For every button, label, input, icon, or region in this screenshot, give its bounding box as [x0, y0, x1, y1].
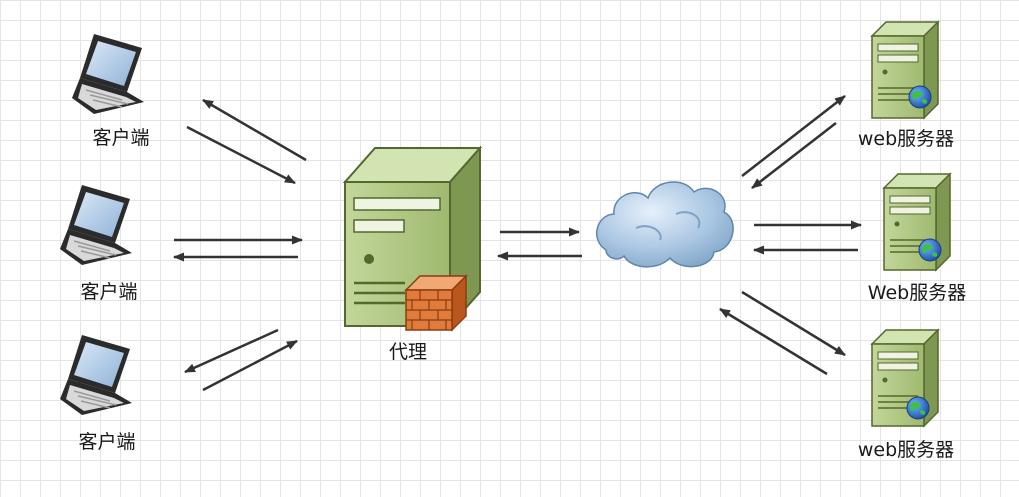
web-server-2-label: Web服务器: [867, 282, 967, 304]
arrow-client-1-to-proxy: [186, 125, 296, 185]
client-1-label: 客户端: [92, 127, 150, 149]
web-server-2-icon: [883, 173, 951, 271]
web-server-3-icon: [871, 329, 939, 427]
client-2-label: 客户端: [80, 281, 138, 303]
client-laptop-3-icon: [59, 334, 133, 416]
arrow-cloud-to-server-3: [741, 290, 846, 357]
arrow-client-3-to-proxy: [202, 339, 298, 392]
web-server-1-icon: [871, 21, 939, 119]
web-server-1-label: web服务器: [857, 128, 955, 150]
arrow-cloud-to-server-1: [741, 95, 846, 177]
arrow-server-3-to-cloud: [719, 307, 828, 376]
arrow-proxy-to-client-3: [184, 328, 279, 374]
web-server-3-label: web服务器: [857, 439, 955, 461]
arrow-proxy-to-client-1: [202, 98, 307, 162]
proxy-label: 代理: [388, 341, 428, 363]
arrow-server-1-to-cloud: [751, 122, 837, 189]
client-3-label: 客户端: [78, 431, 136, 453]
client-laptop-1-icon: [71, 33, 145, 115]
cloud-icon: [596, 181, 734, 268]
client-laptop-2-icon: [59, 184, 133, 266]
firewall-icon: [404, 274, 468, 332]
